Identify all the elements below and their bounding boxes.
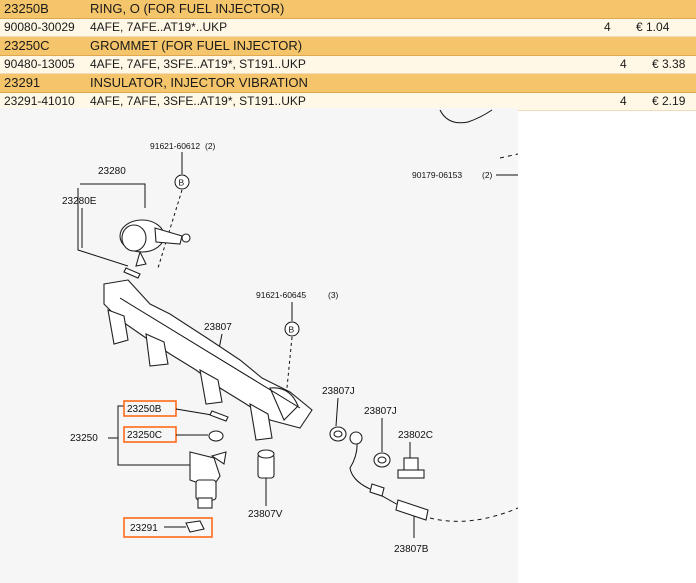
part-detail-row[interactable]: 90080-30029 4AFE, 7AFE..AT19*..UKP 4 € 1… <box>0 19 696 37</box>
leader-line <box>108 405 190 466</box>
leader-line <box>80 183 146 208</box>
label-23802c: 23802C <box>398 430 433 441</box>
label-qty-3: (3) <box>328 290 339 300</box>
label-23250c[interactable]: 23250C <box>127 430 162 441</box>
label-23807b: 23807B <box>394 544 429 555</box>
part-entry[interactable]: 23291 INSULATOR, INJECTOR VIBRATION 2329… <box>0 74 696 111</box>
dashed-leader <box>157 189 183 269</box>
label-23807j: 23807J <box>322 386 355 397</box>
part-applicability: 4AFE, 7AFE, 3SFE..AT19*, ST191..UKP <box>90 57 306 71</box>
part-header[interactable]: 23250C GROMMET (FOR FUEL INJECTOR) <box>0 37 696 56</box>
part-quantity: 4 <box>604 20 611 34</box>
part-title: RING, O (FOR FUEL INJECTOR) <box>90 1 285 16</box>
label-qty-2: (2) <box>482 170 493 180</box>
part-header[interactable]: 23291 INSULATOR, INJECTOR VIBRATION <box>0 74 696 93</box>
label-qty-2: (2) <box>205 141 216 151</box>
part-entry[interactable]: 23250C GROMMET (FOR FUEL INJECTOR) 90480… <box>0 37 696 74</box>
fuel-delivery-pipe-icon <box>103 279 313 441</box>
label-23250: 23250 <box>70 433 98 444</box>
label-23807v: 23807V <box>248 509 283 520</box>
insulator-icon <box>185 520 205 533</box>
highlight-23291[interactable] <box>123 517 213 538</box>
diagram-svg: 91621-60612 (2) B 90179-06153 (2) 91621-… <box>62 109 518 555</box>
label-91621-60645: 91621-60645 <box>256 290 306 300</box>
part-entry[interactable]: 23250B RING, O (FOR FUEL INJECTOR) 90080… <box>0 0 696 37</box>
part-header[interactable]: 23250B RING, O (FOR FUEL INJECTOR) <box>0 0 696 19</box>
parts-list: 23250B RING, O (FOR FUEL INJECTOR) 90080… <box>0 0 696 111</box>
fuel-injector-icon <box>189 451 227 509</box>
leader-line <box>77 188 129 267</box>
part-applicability: 4AFE, 7AFE..AT19*..UKP <box>90 20 228 34</box>
label-23807j: 23807J <box>364 406 397 417</box>
fuel-insulator-icon <box>257 449 275 479</box>
bolt-marker-icon <box>174 174 190 190</box>
leader-line <box>335 397 339 427</box>
part-code: 23250C <box>4 38 50 53</box>
gasket-hole <box>333 430 343 438</box>
part-price: € 3.38 <box>652 57 686 71</box>
part-number: 90080-30029 <box>4 20 75 34</box>
fuel-hose-icon <box>349 431 429 521</box>
o-ring-icon <box>209 410 229 422</box>
label-23291[interactable]: 23291 <box>130 523 158 534</box>
o-ring-icon <box>123 267 141 279</box>
part-title: INSULATOR, INJECTOR VIBRATION <box>90 75 308 90</box>
dashed-leader <box>429 507 518 522</box>
exploded-parts-diagram: 91621-60612 (2) B 90179-06153 (2) 91621-… <box>0 108 518 583</box>
union-bolt-icon <box>397 457 425 479</box>
pressure-regulator-icon <box>119 219 191 267</box>
gasket-hole <box>377 456 387 464</box>
grommet-icon <box>208 430 224 442</box>
part-price: € 1.04 <box>636 20 670 34</box>
label-23280: 23280 <box>98 166 126 177</box>
bolt-marker-letter: B <box>179 178 185 188</box>
part-detail-row[interactable]: 23291-41010 4AFE, 7AFE, 3SFE..AT19*, ST1… <box>0 93 696 111</box>
part-title: GROMMET (FOR FUEL INJECTOR) <box>90 38 303 53</box>
part-quantity: 4 <box>620 94 627 108</box>
label-23280e: 23280E <box>62 196 97 207</box>
part-code: 23291 <box>4 75 41 90</box>
part-code: 23250B <box>4 1 49 16</box>
leader-line <box>175 408 213 416</box>
highlight-23250b[interactable] <box>123 400 177 417</box>
bolt-marker-letter: B <box>289 325 295 335</box>
dashed-leader <box>285 336 293 399</box>
label-91621-60612: 91621-60612 <box>150 141 200 151</box>
engine-outline-fragment <box>439 109 493 124</box>
label-23250b[interactable]: 23250B <box>127 404 162 415</box>
part-applicability: 4AFE, 7AFE, 3SFE..AT19*, ST191..UKP <box>90 94 306 108</box>
part-price: € 2.19 <box>652 94 686 108</box>
part-number: 23291-41010 <box>4 94 75 108</box>
bolt-marker-icon <box>284 321 300 337</box>
part-quantity: 4 <box>620 57 627 71</box>
part-detail-row[interactable]: 90480-13005 4AFE, 7AFE, 3SFE..AT19*, ST1… <box>0 56 696 74</box>
dashed-leader <box>499 153 518 159</box>
part-number: 90480-13005 <box>4 57 75 71</box>
label-23807: 23807 <box>204 322 232 333</box>
label-90179-06153: 90179-06153 <box>412 170 462 180</box>
